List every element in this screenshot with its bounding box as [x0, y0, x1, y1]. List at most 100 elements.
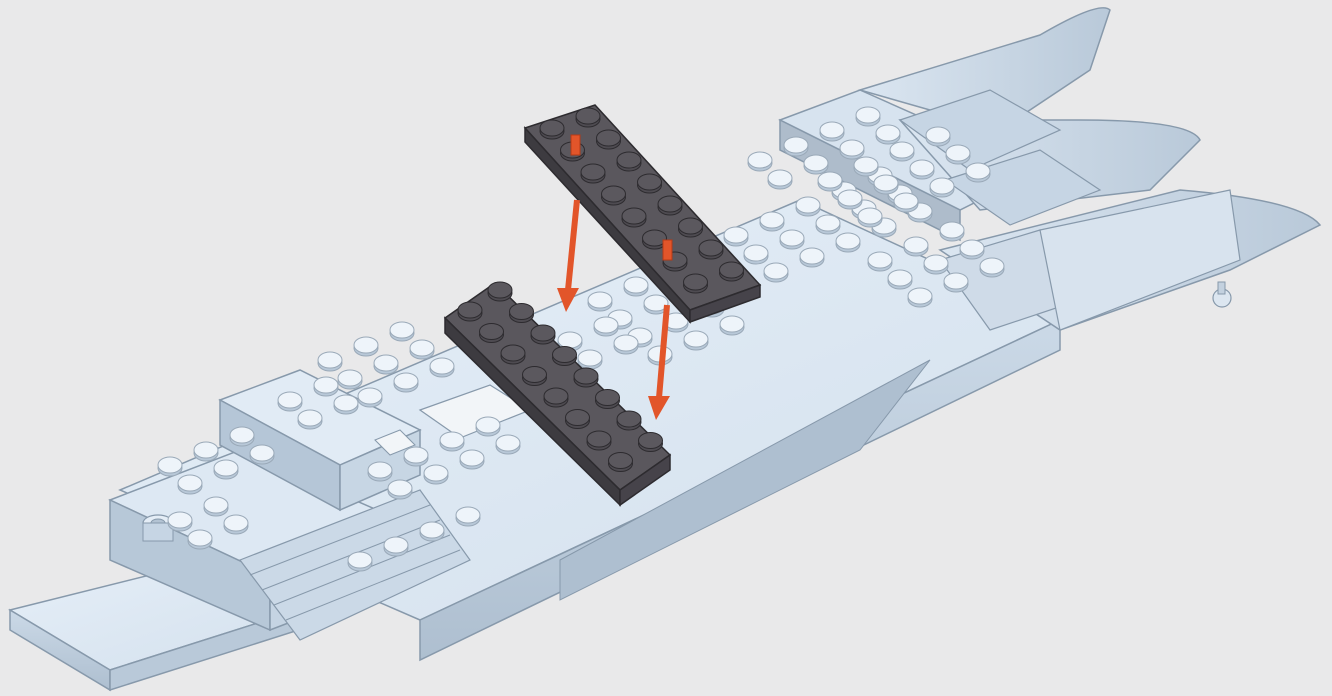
hull-stud: [594, 317, 618, 336]
hull-stud: [804, 155, 828, 174]
hull-stud: [684, 331, 708, 350]
hull-stud: [800, 248, 824, 267]
hull-stud: [926, 127, 950, 146]
hull-stud: [768, 170, 792, 189]
hull-stud: [338, 370, 362, 389]
plate-stud: [638, 174, 662, 193]
hull-stud: [624, 277, 648, 296]
plate-stud: [639, 433, 663, 452]
plate-stud: [617, 152, 641, 171]
plate-stud: [699, 240, 723, 259]
hull-stud: [796, 197, 820, 216]
plate-stud: [480, 324, 504, 343]
hull-stud: [420, 522, 444, 541]
plate-stud: [566, 410, 590, 429]
hull-stud: [298, 410, 322, 429]
hull-stud: [960, 240, 984, 259]
hull-stud: [318, 352, 342, 371]
hull-stud: [224, 515, 248, 534]
hull-stud: [230, 427, 254, 446]
hull-stud: [874, 175, 898, 194]
plate-stud: [581, 164, 605, 183]
plate-stud: [553, 347, 577, 366]
plate-stud: [576, 108, 600, 127]
hull-stud: [334, 395, 358, 414]
hull-stud: [424, 465, 448, 484]
hull-stud: [440, 432, 464, 451]
hull-stud: [838, 190, 862, 209]
plate-stud: [501, 345, 525, 364]
plate-stud: [602, 186, 626, 205]
plate-stud: [587, 431, 611, 450]
hull-stud: [374, 355, 398, 374]
plate-stud: [540, 120, 564, 139]
hull-stud: [924, 255, 948, 274]
plate-stud: [609, 453, 633, 472]
hull-stud: [784, 137, 808, 156]
hull-stud: [944, 273, 968, 292]
plate-stud: [544, 388, 568, 407]
hull-stud: [876, 125, 900, 144]
hull-stud: [908, 288, 932, 307]
hull-stud: [390, 322, 414, 341]
hull-stud: [354, 337, 378, 356]
hull-stud: [836, 233, 860, 252]
hull-stud: [358, 388, 382, 407]
plate-stud: [679, 218, 703, 237]
plate-stud: [684, 274, 708, 293]
hull-stud: [764, 263, 788, 282]
hull-stud: [780, 230, 804, 249]
hull-stud: [748, 152, 772, 171]
hull-stud: [476, 417, 500, 436]
hull-stud: [168, 512, 192, 531]
plate-stud: [617, 411, 641, 430]
hull-stud: [904, 237, 928, 256]
hull-stud: [966, 163, 990, 182]
hull-stud: [980, 258, 1004, 277]
hull-stud: [188, 530, 212, 549]
hull-stud: [384, 537, 408, 556]
hull-stud: [894, 193, 918, 212]
hull-stud: [460, 450, 484, 469]
hull-stud: [368, 462, 392, 481]
hull-stud: [820, 122, 844, 141]
hull-stud: [720, 316, 744, 335]
hull-stud: [940, 222, 964, 241]
hull-stud: [158, 457, 182, 476]
plate-stud: [597, 130, 621, 149]
hull-stud: [394, 373, 418, 392]
plate-stud: [531, 325, 555, 344]
hull-stud: [456, 507, 480, 526]
hull-stud: [194, 442, 218, 461]
hull-stud: [816, 215, 840, 234]
hull-stud: [278, 392, 302, 411]
hull-stud: [744, 245, 768, 264]
hull-stud: [410, 340, 434, 359]
hull-stud: [178, 475, 202, 494]
plate-stud: [720, 262, 744, 281]
hull-stud: [910, 160, 934, 179]
hull-stud: [388, 480, 412, 499]
hull-stud: [250, 445, 274, 464]
hull-stud: [578, 350, 602, 369]
hull-stud: [818, 172, 842, 191]
plate-stud: [658, 196, 682, 215]
hull-stud: [946, 145, 970, 164]
hull-stud: [760, 212, 784, 231]
hull-stud: [868, 252, 892, 271]
hull-stud: [840, 140, 864, 159]
orange-pin-1: [571, 135, 580, 155]
plate-stud: [458, 302, 482, 321]
hull-stud: [890, 142, 914, 161]
plate-stud: [488, 282, 512, 301]
hull-stud: [724, 227, 748, 246]
plate-stud: [510, 304, 534, 323]
plate-stud: [622, 208, 646, 227]
hull-stud: [430, 358, 454, 377]
hull-stud: [496, 435, 520, 454]
orange-pin-2: [663, 240, 672, 260]
hull-stud: [888, 270, 912, 289]
plate-stud: [574, 368, 598, 387]
hull-stud: [404, 447, 428, 466]
